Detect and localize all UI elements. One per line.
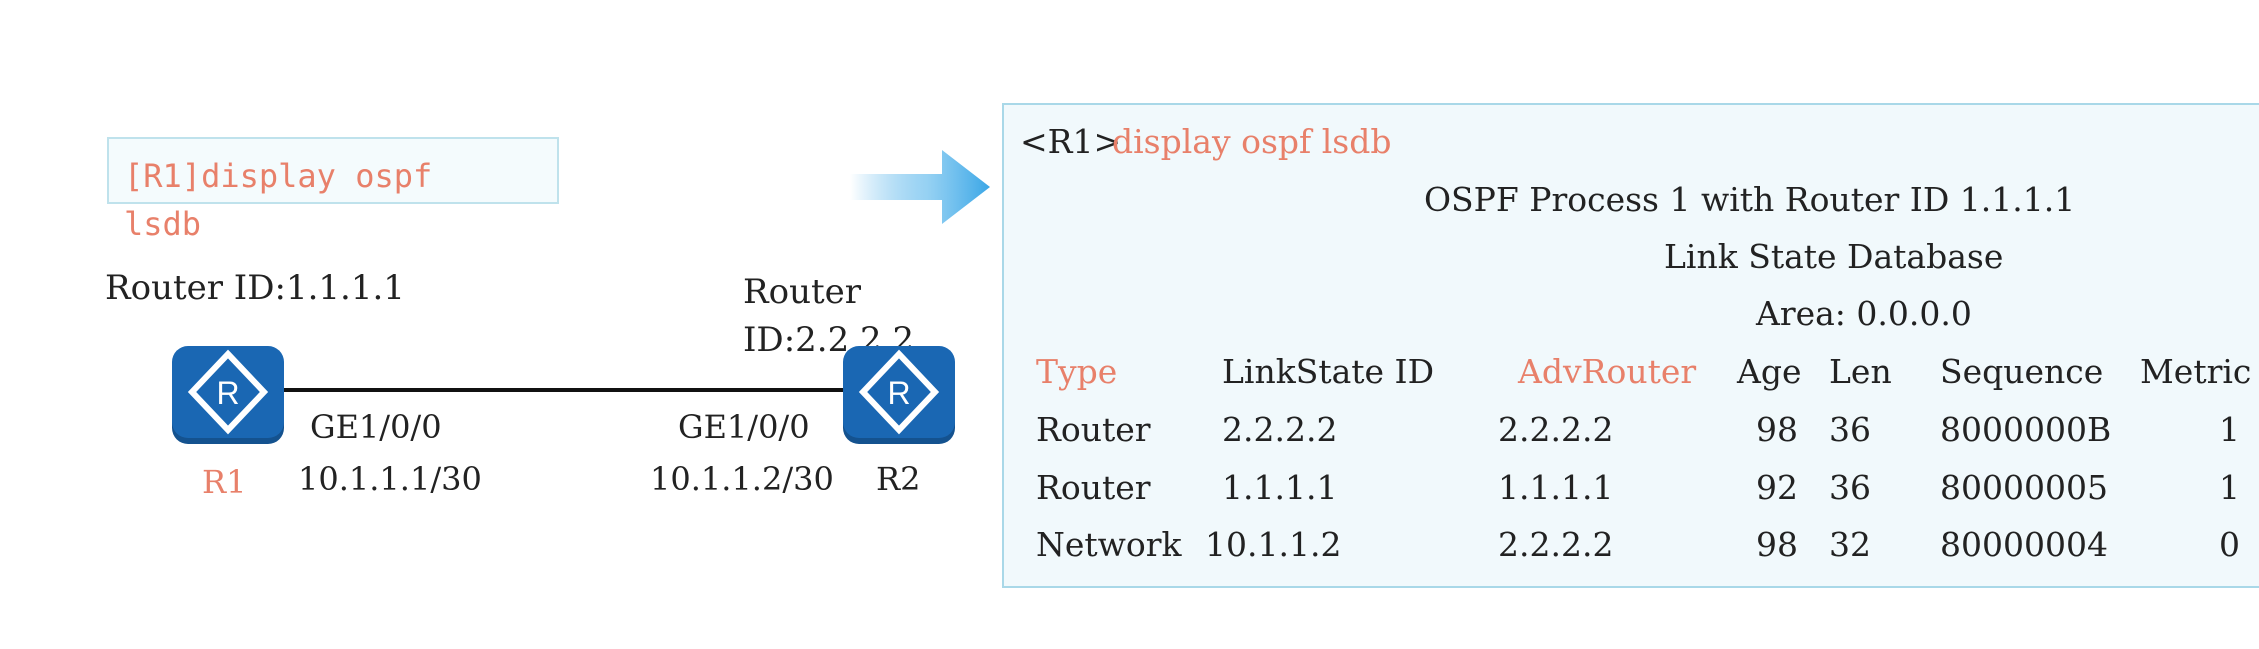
r2-ip-label: 10.1.1.2/30 — [650, 460, 834, 498]
table-cell-adv-router: 2.2.2.2 — [1498, 525, 1614, 564]
area-line: Area: 0.0.0.0 — [1756, 294, 1972, 333]
column-header-metric: Metric — [2140, 352, 2252, 391]
column-header-len: Len — [1829, 352, 1892, 391]
ospf-lsdb-output-panel — [1002, 103, 2259, 588]
right-arrow-icon — [850, 146, 992, 232]
table-cell-adv-router: 2.2.2.2 — [1498, 410, 1614, 449]
table-cell-sequence: 80000005 — [1940, 468, 2108, 507]
column-header-adv-router: AdvRouter — [1518, 352, 1697, 391]
table-cell-type: Router — [1036, 410, 1151, 449]
table-cell-age: 98 — [1756, 525, 1798, 564]
command-box — [107, 137, 559, 204]
table-cell-type: Network — [1036, 525, 1182, 564]
column-header-type: Type — [1036, 352, 1118, 391]
r1-interface-label: GE1/0/0 — [310, 408, 442, 446]
router-icon-letter: R — [216, 375, 239, 411]
table-cell-sequence: 8000000B — [1940, 410, 2112, 449]
table-cell-len: 36 — [1829, 468, 1871, 507]
network-link — [270, 388, 870, 392]
table-cell-linkstate-id: 2.2.2.2 — [1222, 410, 1338, 449]
table-cell-metric: 1 — [2219, 468, 2240, 507]
router-icon: R — [843, 346, 955, 438]
table-cell-adv-router: 1.1.1.1 — [1498, 468, 1614, 507]
column-header-age: Age — [1737, 352, 1802, 391]
r1-name-label: R1 — [202, 463, 247, 501]
table-cell-sequence: 80000004 — [1940, 525, 2108, 564]
r2-name-label: R2 — [876, 460, 921, 498]
r1-router-id: Router ID:1.1.1.1 — [105, 268, 405, 308]
column-header-sequence: Sequence — [1940, 352, 2104, 391]
table-cell-linkstate-id: 10.1.1.2 — [1205, 525, 1342, 564]
r1-ip-label: 10.1.1.1/30 — [298, 460, 482, 498]
cli-command: display ospf lsdb — [1112, 122, 1392, 161]
column-header-linkstate-id: LinkState ID — [1222, 352, 1435, 391]
cli-prompt: <R1> — [1020, 122, 1122, 161]
command-text: [R1]display ospf lsdb — [124, 157, 433, 243]
r2-interface-label: GE1/0/0 — [678, 408, 810, 446]
table-cell-age: 92 — [1756, 468, 1798, 507]
table-cell-len: 32 — [1829, 525, 1871, 564]
table-cell-age: 98 — [1756, 410, 1798, 449]
db-title: Link State Database — [1664, 237, 2004, 276]
router-icon-letter: R — [887, 375, 910, 411]
table-cell-type: Router — [1036, 468, 1151, 507]
table-cell-len: 36 — [1829, 410, 1871, 449]
router-icon: R — [172, 346, 284, 438]
table-cell-metric: 1 — [2219, 410, 2240, 449]
table-cell-linkstate-id: 1.1.1.1 — [1222, 468, 1338, 507]
process-line: OSPF Process 1 with Router ID 1.1.1.1 — [1424, 180, 2076, 219]
table-cell-metric: 0 — [2219, 525, 2240, 564]
